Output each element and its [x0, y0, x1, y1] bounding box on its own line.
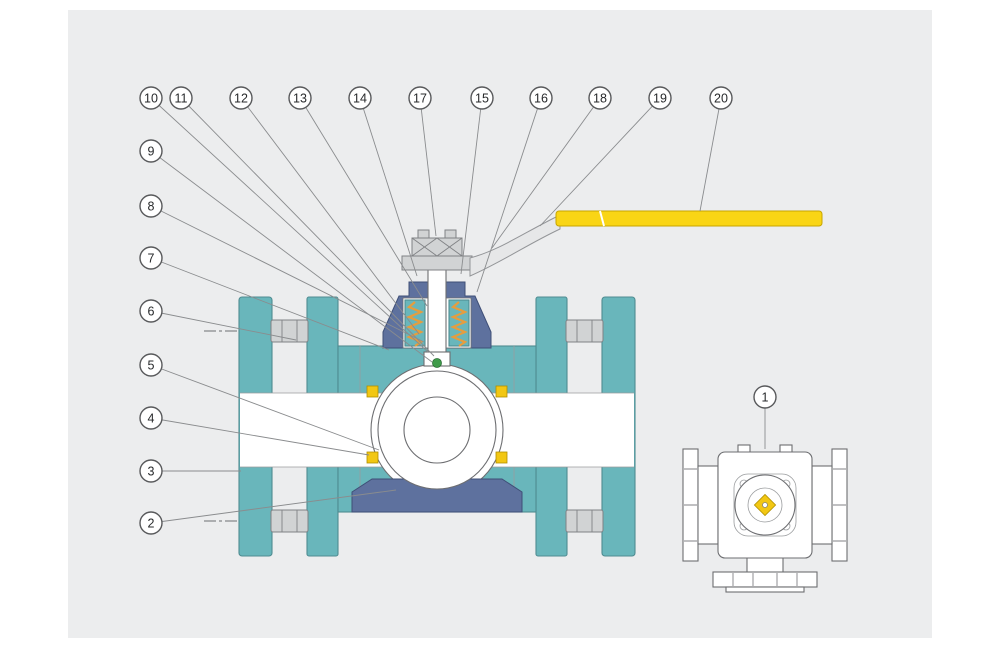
callout-balloon-6: 6	[139, 299, 163, 323]
leader-line-15	[460, 97, 483, 275]
svg-text:4: 4	[148, 412, 155, 426]
end-view-left-neck	[697, 465, 719, 545]
svg-text:16: 16	[534, 92, 548, 106]
end-view-bottom-neck	[746, 555, 784, 575]
callout-balloon-1: 1	[753, 385, 777, 409]
stud-right	[444, 229, 457, 239]
callout-balloon-20: 20	[709, 86, 733, 110]
svg-text:13: 13	[293, 92, 307, 106]
end-view-stem-center	[762, 502, 768, 508]
stem-nut-block	[411, 237, 463, 257]
leader-line-17	[419, 97, 437, 237]
svg-text:2: 2	[148, 517, 155, 531]
leader-line-12	[240, 97, 420, 335]
svg-text:8: 8	[148, 200, 155, 214]
seat-ring-top-right	[495, 385, 508, 398]
leader-line-7	[150, 257, 390, 351]
svg-text:19: 19	[653, 92, 667, 106]
svg-text:14: 14	[353, 92, 367, 106]
svg-text:10: 10	[144, 92, 158, 106]
leader-line-13	[299, 97, 428, 307]
callout-balloon-10: 10	[139, 86, 163, 110]
seat-ring-bottom-left	[366, 451, 379, 464]
leader-line-20	[699, 97, 722, 212]
handle-neck	[469, 214, 561, 277]
svg-text:17: 17	[413, 92, 427, 106]
end-view-right-neck	[811, 465, 833, 545]
leader-line-2	[150, 489, 397, 524]
callout-balloon-12: 12	[229, 86, 253, 110]
callout-balloon-17: 17	[408, 86, 432, 110]
end-view-left-flange	[682, 448, 699, 562]
callout-balloon-13: 13	[288, 86, 312, 110]
leader-line-14	[359, 97, 418, 277]
stud-left	[417, 229, 430, 239]
end-view-right-flange	[831, 448, 848, 562]
callout-balloon-5: 5	[139, 353, 163, 377]
callout-balloon-3: 3	[139, 459, 163, 483]
end-view-base-plate	[725, 586, 805, 593]
end-view-mounting-pad	[733, 473, 797, 537]
leader-line-18	[491, 97, 601, 249]
callout-balloon-18: 18	[588, 86, 612, 110]
seat-ring-bottom-right	[495, 451, 508, 464]
callout-balloon-7: 7	[139, 246, 163, 270]
main-valve-section	[238, 210, 823, 557]
flange-bolt-bottom-right	[565, 509, 604, 533]
stem-nut-hatch	[411, 237, 463, 257]
leader-lines	[150, 97, 766, 524]
callout-balloon-4: 4	[139, 406, 163, 430]
leader-line-6	[150, 310, 297, 341]
callout-balloon-9: 9	[139, 139, 163, 163]
end-view-bottom-flange	[712, 571, 818, 593]
svg-text:11: 11	[175, 92, 188, 106]
callout-balloon-8: 8	[139, 194, 163, 218]
flange-bolt-bottom-left	[270, 509, 309, 533]
leader-line-5	[150, 364, 380, 451]
callout-balloon-14: 14	[348, 86, 372, 110]
leader-line-19	[539, 97, 661, 227]
leader-line-11	[180, 97, 435, 357]
end-view	[682, 444, 848, 593]
svg-text:15: 15	[475, 92, 489, 106]
leader-line-4	[150, 417, 370, 456]
svg-text:5: 5	[148, 359, 155, 373]
svg-text:18: 18	[593, 92, 607, 106]
ball-bore	[403, 396, 471, 464]
svg-text:20: 20	[714, 92, 728, 106]
callout-balloon-15: 15	[470, 86, 494, 110]
end-view-inner-circle	[747, 487, 783, 523]
svg-text:3: 3	[148, 465, 155, 479]
svg-text:6: 6	[148, 305, 155, 319]
leader-line-9	[150, 150, 433, 363]
callout-balloon-2: 2	[139, 511, 163, 535]
leader-line-10	[150, 97, 429, 353]
callout-balloon-19: 19	[648, 86, 672, 110]
handle-grip-notch	[599, 210, 605, 227]
leader-line-8	[150, 205, 425, 343]
bottom-seat-retainer	[351, 478, 523, 513]
handle-bar	[555, 210, 823, 227]
svg-text:1: 1	[762, 391, 769, 405]
svg-text:7: 7	[148, 252, 155, 266]
callout-balloon-11: 11	[169, 86, 193, 110]
spring-right	[450, 301, 468, 347]
callout-balloon-16: 16	[529, 86, 553, 110]
seat-ring-top-left	[366, 385, 379, 398]
svg-text:9: 9	[148, 145, 155, 159]
flange-bolt-top-right	[565, 319, 604, 343]
svg-text:12: 12	[234, 92, 248, 106]
leader-line-16	[476, 97, 542, 293]
stem-indicator-dot	[432, 358, 442, 368]
